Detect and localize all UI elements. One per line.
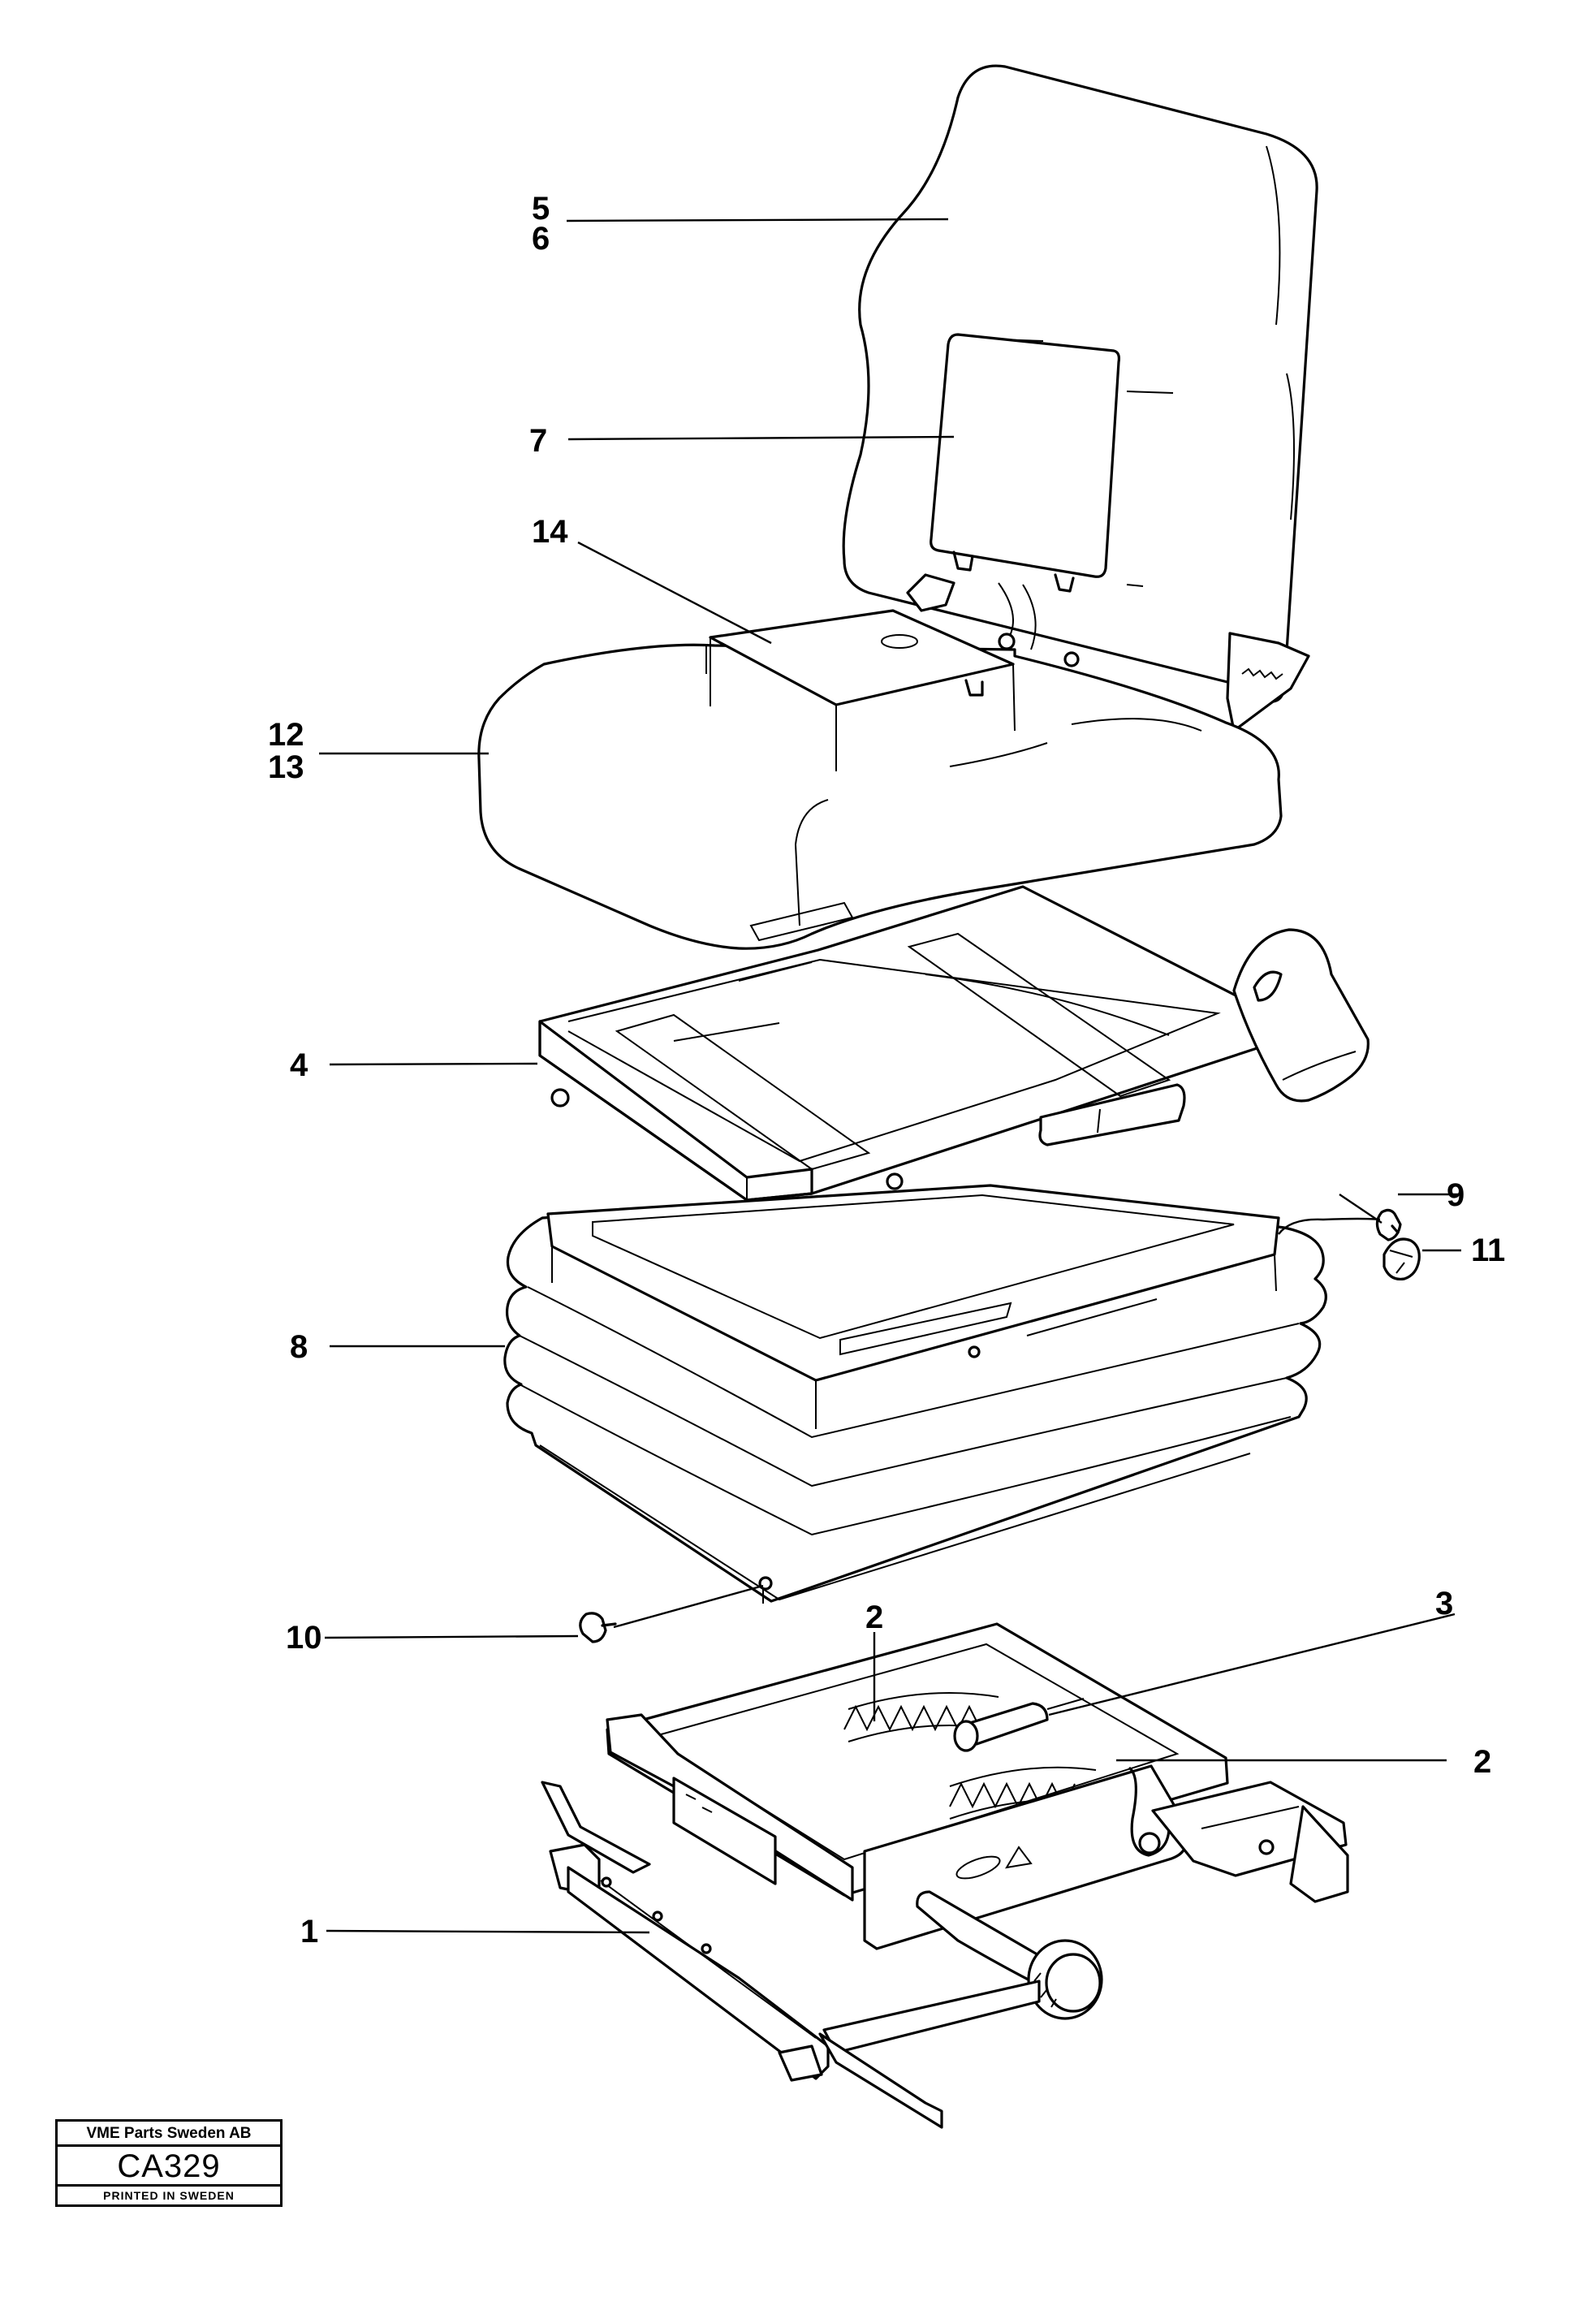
lumbar-support-pad — [930, 333, 1120, 667]
callout-4: 4 — [290, 1047, 308, 1083]
leader-lines — [319, 218, 1461, 1934]
callout-3: 3 — [1435, 1586, 1453, 1621]
drawing-code: CA329 — [117, 2148, 221, 2184]
seat-cushion — [477, 643, 1283, 950]
callout-1: 1 — [300, 1914, 318, 1949]
callout-9: 9 — [1447, 1177, 1464, 1213]
callout-10: 10 — [286, 1620, 322, 1656]
callout-2-top: 2 — [865, 1600, 883, 1635]
callout-8: 8 — [290, 1329, 308, 1365]
seat-frame — [538, 885, 1291, 1237]
screw-10 — [579, 1612, 617, 1643]
callout-7: 7 — [529, 423, 547, 459]
suspension-mechanism — [606, 1622, 1229, 2020]
callout-2-right: 2 — [1473, 1744, 1491, 1780]
cushion-plate — [709, 609, 1016, 771]
callout-13: 13 — [268, 749, 304, 785]
callout-5: 5 — [532, 191, 550, 227]
title-block-stamp: VME Parts Sweden AB CA329 PRINTED IN SWE… — [55, 2119, 283, 2207]
callout-14: 14 — [532, 514, 568, 550]
base-rails — [541, 1781, 1349, 2129]
callout-12: 12 — [268, 717, 304, 753]
callout-6: 6 — [532, 221, 550, 257]
printed-note: PRINTED IN SWEDEN — [58, 2184, 280, 2204]
bellows-box — [503, 1184, 1327, 1604]
lever-knob — [1232, 928, 1370, 1103]
clip-11 — [1382, 1237, 1421, 1281]
screw-9 — [1375, 1208, 1402, 1241]
callout-11: 11 — [1471, 1233, 1505, 1268]
company-name: VME Parts Sweden AB — [58, 2123, 280, 2147]
